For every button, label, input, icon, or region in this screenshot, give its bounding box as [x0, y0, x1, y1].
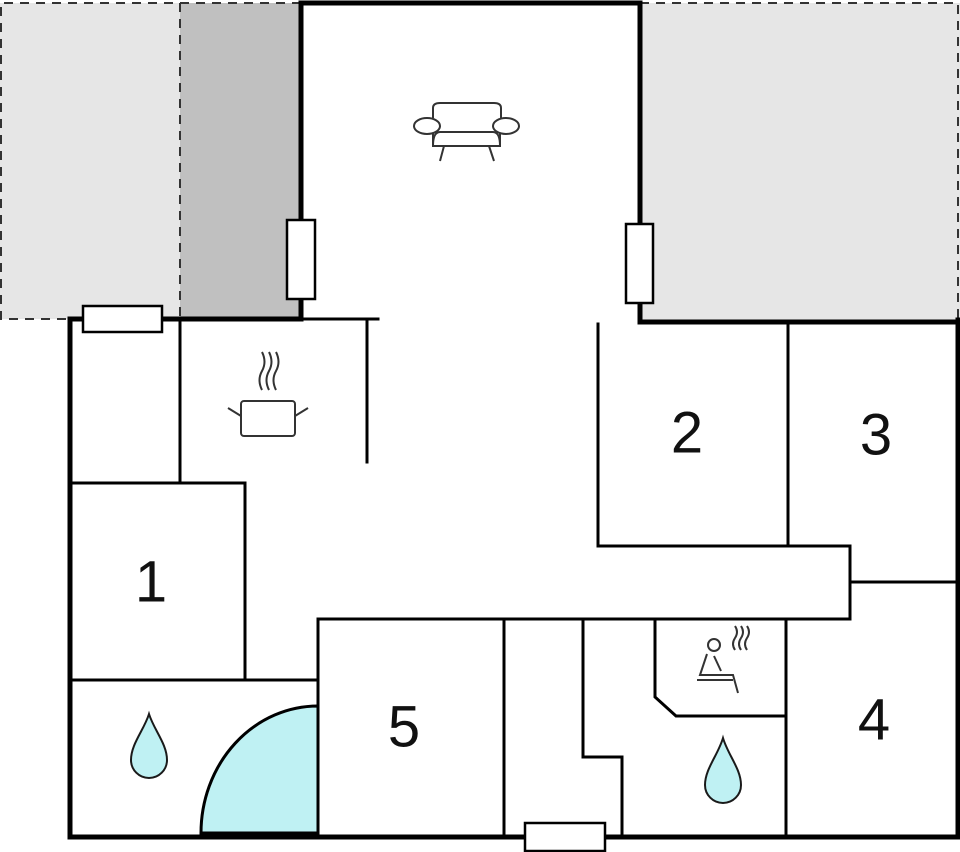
- interior-walls: [68, 317, 960, 839]
- water-drop-icon: [703, 734, 743, 804]
- water-drop-icon: [129, 710, 169, 779]
- terrace-boundary-left: [0, 2, 301, 320]
- shower-area: [199, 704, 320, 835]
- window: [81, 304, 164, 334]
- window: [285, 218, 317, 301]
- terrace-right: [640, 3, 960, 320]
- window: [523, 821, 607, 852]
- cooking-pot-icon: [227, 351, 309, 437]
- terrace-left: [0, 3, 180, 319]
- room-5-label: 5: [388, 694, 420, 759]
- terrace-boundary-right: [640, 2, 959, 320]
- room-4-label: 4: [858, 687, 890, 752]
- window: [624, 222, 655, 305]
- room-1-label: 1: [135, 549, 167, 614]
- room-3-label: 3: [860, 402, 892, 467]
- room-2-label: 2: [671, 400, 703, 465]
- sauna-icon: [697, 625, 750, 694]
- sofa-icon: [413, 102, 520, 162]
- terrace-covered: [180, 3, 301, 319]
